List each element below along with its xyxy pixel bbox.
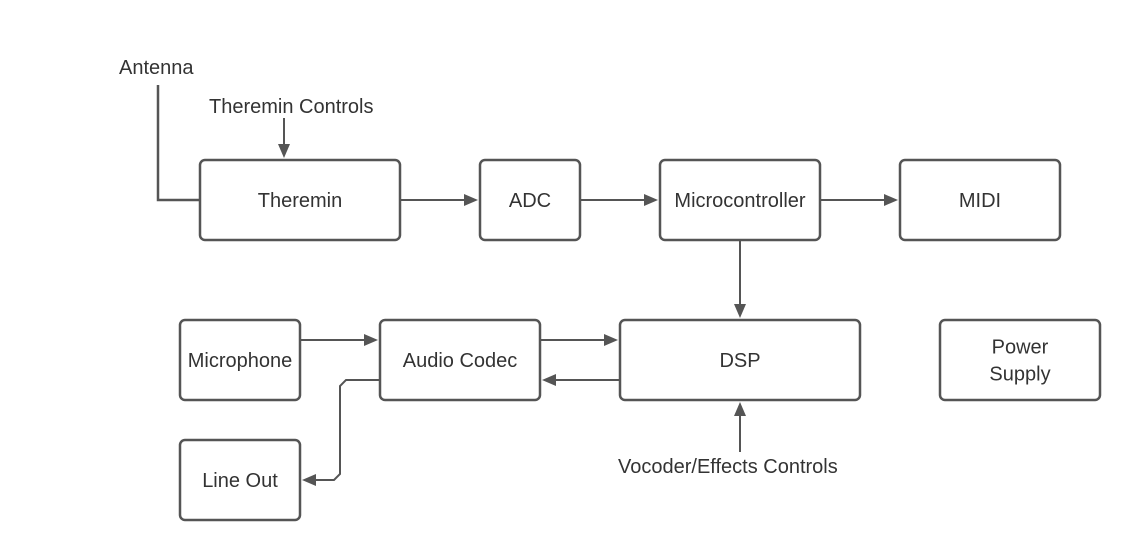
node-theremin: Theremin (198, 158, 402, 242)
edge-theremin-to-adc (400, 194, 478, 206)
edge-antenna-to-theremin (156, 85, 200, 202)
midi-box (898, 158, 1062, 242)
arrowhead (464, 194, 478, 206)
edge-vocoder-effects-controls-to-dsp (734, 402, 746, 452)
node-line-out: Line Out (178, 438, 302, 522)
arrowhead (734, 304, 746, 318)
microphone-label: Microphone (188, 350, 293, 372)
node-dsp: DSP (618, 318, 862, 402)
arrowhead (644, 194, 658, 206)
edge-dsp-to-audio-codec (542, 374, 620, 386)
node-adc: ADC (478, 158, 582, 242)
node-midi: MIDI (898, 158, 1062, 242)
midi-label: MIDI (959, 190, 1001, 212)
edges (156, 85, 898, 486)
arrowhead (884, 194, 898, 206)
line-out-label: Line Out (202, 470, 278, 492)
adc-box (478, 158, 582, 242)
microcontroller-label: Microcontroller (674, 190, 805, 212)
edge-line (156, 85, 200, 202)
line-out-box (178, 438, 302, 522)
microcontroller-box (658, 158, 822, 242)
edge-microcontroller-to-midi (820, 194, 898, 206)
antenna-label: Antenna (119, 57, 194, 79)
dsp-label: DSP (719, 350, 760, 372)
arrowhead (364, 334, 378, 346)
arrowhead (604, 334, 618, 346)
edge-microcontroller-to-dsp (734, 240, 746, 318)
edge-microphone-to-audio-codec (300, 334, 378, 346)
power-supply-box (938, 318, 1102, 402)
microphone-box (178, 318, 302, 402)
arrowhead (278, 144, 290, 158)
edge-audio-codec-to-line-out (302, 379, 380, 486)
arrowhead (302, 474, 316, 486)
theremin-label: Theremin (258, 190, 342, 212)
arrowhead (734, 402, 746, 416)
vocoder-effects-controls-label: Vocoder/Effects Controls (618, 456, 838, 478)
edge-theremin-controls-to-theremin (278, 118, 290, 158)
adc-label: ADC (509, 190, 551, 212)
audio-codec-label: Audio Codec (403, 350, 518, 372)
node-microphone: Microphone (178, 318, 302, 402)
dsp-box (618, 318, 862, 402)
theremin-box (198, 158, 402, 242)
nodes: Theremin ADC Microcontroller MIDI Microphone… (178, 158, 1102, 522)
edge-line (316, 379, 380, 481)
edge-adc-to-microcontroller (580, 194, 658, 206)
edge-audio-codec-to-dsp (540, 334, 618, 346)
theremin-controls-label: Theremin Controls (209, 96, 374, 118)
arrowhead (542, 374, 556, 386)
node-microcontroller: Microcontroller (658, 158, 822, 242)
audio-codec-box (378, 318, 542, 402)
node-audio-codec: Audio Codec (378, 318, 542, 402)
